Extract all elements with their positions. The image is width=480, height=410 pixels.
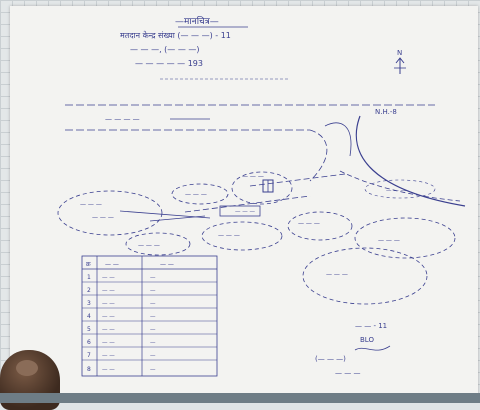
connector-path-2 [149,215,206,222]
north-label: N [397,49,402,57]
area-outline-8 [302,247,428,305]
signature-scribble-icon [354,345,391,351]
table-cell: 4 [87,313,91,320]
table-cell: 7 [87,352,91,359]
table-cell: 3 [87,300,91,307]
table-cell: — — [102,367,115,373]
school-building-icon [219,205,261,217]
table-cell: — [150,275,156,281]
table-cell: — — [102,327,115,333]
table-cell: 8 [87,366,91,373]
table-cell: — — [102,288,115,294]
area-outline-4 [201,221,283,251]
junction-road-left [309,129,328,182]
table-cell: — — [102,353,115,359]
hand-drawn-map: —मानचित्र— मतदान केन्द्र संख्या (— — —) … [57,15,466,377]
area-outline-9 [364,179,436,199]
place-label-1: — — — [80,201,102,208]
curved-highway-outer [355,115,466,207]
table-header-cell: — — [160,261,174,268]
table-cell: 6 [87,339,91,346]
branch-road-upper [249,173,346,187]
area-outline-6 [287,211,353,241]
bottom-edge-strip [0,393,480,403]
signature-line-1: — — - 11 [355,322,387,330]
signature-line-3: (— — —) [315,355,346,363]
place-label-5: — — — [235,209,255,215]
place-label-11: — — — [386,188,406,194]
table-header-cell: क्र [86,261,91,268]
header-line-2: — — —, (— — —) [130,45,200,54]
place-label-2: — — — [92,214,114,221]
place-label-7: — — — [138,242,160,249]
place-label-9: — — — [378,237,400,244]
table-cell: — [150,367,156,373]
road-label: — — — — [105,115,140,123]
table-cell: 2 [87,287,91,294]
place-label-10: — — — [326,271,348,278]
table-cell: — [150,288,156,294]
area-outline-7 [354,217,456,259]
place-label-8: — — — [298,220,320,227]
table-cell: — [150,340,156,346]
fingernail [16,360,38,376]
north-arrow-icon [394,57,406,74]
table-cell: — [150,353,156,359]
table-header-cell: — — [105,261,119,268]
legend-table: क्र — — — — 1 — — — 2 — — — 3 — — — 4 — … [81,255,218,377]
place-label-4: — — — [242,173,264,180]
table-cell: — [150,327,156,333]
table-cell: 5 [87,326,91,333]
place-label-6: — — — [218,232,240,239]
table-cell: — [150,301,156,307]
area-outline-2 [171,183,229,205]
header-line-1: मतदान केन्द्र संख्या (— — —) - 11 [120,30,231,40]
table-cell: — [150,314,156,320]
branch-road-lower [184,195,311,213]
header-line-3: — — — — — 193 [135,59,203,68]
table-cell: — — [102,314,115,320]
map-sheet: —मानचित्र— मतदान केन्द्र संख्या (— — —) … [10,6,478,398]
curved-highway-inner [339,170,461,202]
table-cell: — — [102,340,115,346]
table-cell: — — [102,275,115,281]
highway-label: N.H.-8 [375,108,397,116]
map-title: —मानचित्र— [175,15,219,27]
area-outline-3 [231,171,293,205]
table-cell: — — [102,301,115,307]
area-outline-5 [125,232,191,256]
signature-line-2: BLO [360,336,374,344]
junction-road-right [324,122,352,157]
table-cell: 1 [87,274,91,281]
signature-line-4: — — — [335,369,360,377]
area-outline-1 [57,190,163,236]
place-label-3: — — — [185,191,207,198]
